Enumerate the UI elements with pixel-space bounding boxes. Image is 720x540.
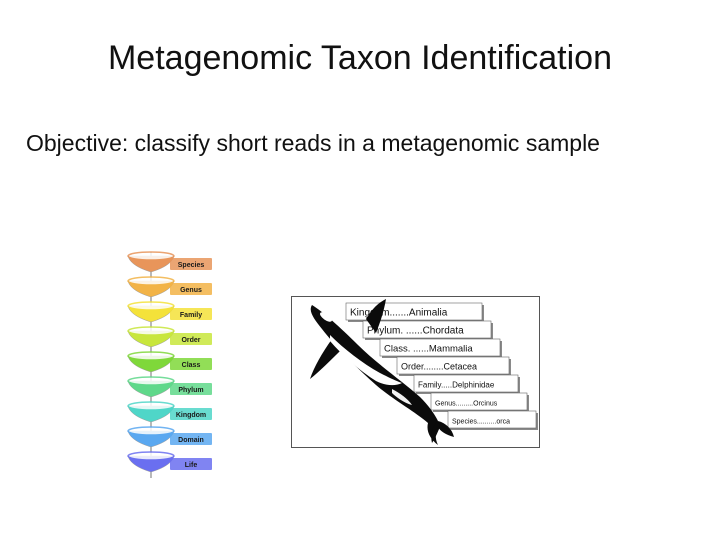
taxon-label: Species..........orca xyxy=(452,419,510,426)
rank-phylum: Phylum xyxy=(127,376,212,398)
rank-class: Class xyxy=(127,351,212,373)
rank-label: Kingdom xyxy=(176,412,206,419)
rank-domain: Domain xyxy=(127,426,212,448)
slide-title: Metagenomic Taxon Identification xyxy=(107,39,612,77)
objective-text: Objective: classify short reads in a met… xyxy=(26,130,600,156)
rank-order: Order xyxy=(127,326,212,348)
orca-illustration xyxy=(310,299,454,445)
taxon-box xyxy=(362,320,492,339)
taxon-box xyxy=(413,374,519,393)
rank-ladder-graphic: SpeciesGenusFamilyOrderClassPhylumKingdo… xyxy=(127,251,212,478)
rank-species: Species xyxy=(127,251,212,273)
taxon-box xyxy=(379,338,501,357)
rank-label: Genus xyxy=(180,287,202,294)
rank-family: Family xyxy=(127,301,212,323)
rank-label: Domain xyxy=(178,437,204,444)
rank-kingdom: Kingdom xyxy=(127,401,212,423)
rank-life: Life xyxy=(127,451,212,473)
taxon-label: Order........Cetacea xyxy=(401,362,477,372)
taxon-label: Genus.........Orcinus xyxy=(435,401,498,408)
taxon-box xyxy=(430,392,528,411)
taxon-label: Kingdom.......Animalia xyxy=(350,308,448,319)
rank-label: Family xyxy=(180,312,202,319)
rank-label: Class xyxy=(182,362,201,369)
rank-label: Life xyxy=(185,462,198,469)
taxon-box xyxy=(396,356,510,375)
taxon-label: Class. ......Mammalia xyxy=(384,344,473,355)
rank-genus: Genus xyxy=(127,276,212,298)
taxon-label: Phylum. ......Chordata xyxy=(367,326,464,337)
rank-label: Phylum xyxy=(178,387,203,394)
taxon-label: Family.....Delphinidae xyxy=(418,381,495,390)
taxon-box xyxy=(447,410,537,429)
rank-label: Order xyxy=(181,337,200,344)
rank-label: Species xyxy=(178,262,205,269)
